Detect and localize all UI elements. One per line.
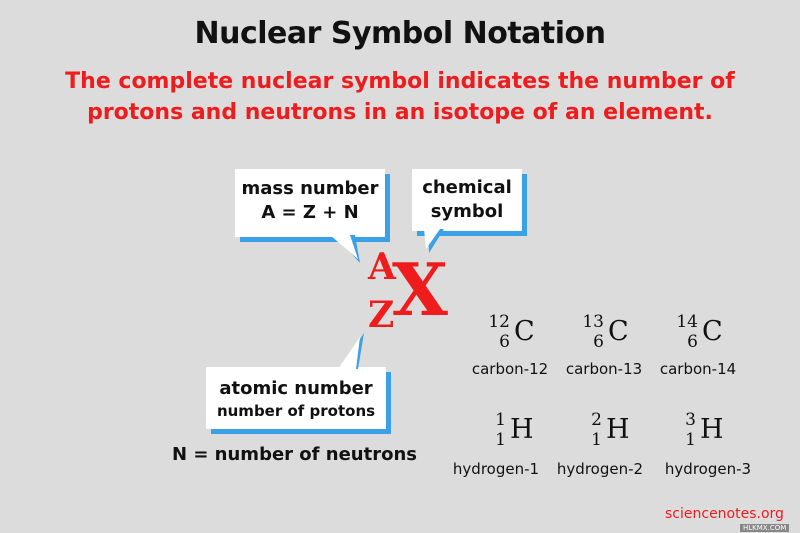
isotope-mass-number: 14 <box>676 312 698 332</box>
atomic-number-callout: atomic number number of protons <box>206 333 386 429</box>
isotope-mass-number: 1 <box>495 410 506 430</box>
isotope-mass-number: 3 <box>685 410 696 430</box>
source-credit: sciencenotes.org <box>665 506 784 522</box>
isotope-mass-number: 12 <box>488 312 510 332</box>
mass-callout-pointer <box>330 235 360 263</box>
subtitle: The complete nuclear symbol indicates th… <box>65 69 735 125</box>
mass-number-callout: mass number A = Z + N <box>235 169 385 263</box>
mass-number-symbol: A <box>368 246 396 288</box>
isotope-element: H <box>700 414 724 445</box>
chemical-symbol-label-2: symbol <box>430 201 504 222</box>
atomic-number-label: atomic number <box>219 378 373 399</box>
isotope-atomic-number: 6 <box>593 332 604 352</box>
isotope-mass-number: 2 <box>591 410 602 430</box>
isotope-element: C <box>608 316 629 347</box>
isotope-atomic-number: 1 <box>591 430 602 450</box>
atomic-number-description: number of protons <box>216 402 376 420</box>
isotope-element: C <box>514 316 535 347</box>
page-title: Nuclear Symbol Notation <box>194 16 607 51</box>
watermark: HLKMX.COM <box>740 524 790 532</box>
isotope-element: H <box>510 414 534 445</box>
isotope-atomic-number: 1 <box>685 430 696 450</box>
isotope-label: hydrogen-3 <box>664 460 752 478</box>
isotope-atomic-number: 6 <box>499 332 510 352</box>
chemical-symbol-label-1: chemical <box>422 177 512 198</box>
chemical-symbol-callout: chemical symbol <box>412 169 522 253</box>
isotope-label: hydrogen-2 <box>556 460 644 478</box>
atomic-number-symbol: Z <box>368 294 395 336</box>
isotope-label: hydrogen-1 <box>452 460 540 478</box>
isotope-label: carbon-14 <box>659 360 737 378</box>
isotope-element: H <box>606 414 630 445</box>
isotope-atomic-number: 6 <box>687 332 698 352</box>
isotope-atomic-number: 1 <box>495 430 506 450</box>
isotope-element: C <box>702 316 723 347</box>
atomic-callout-pointer <box>338 333 364 369</box>
mass-number-formula: A = Z + N <box>261 202 359 223</box>
neutrons-note: N = number of neutrons <box>172 444 417 465</box>
element-symbol: X <box>392 247 448 332</box>
isotope-label: carbon-13 <box>565 360 643 378</box>
isotope-label: carbon-12 <box>471 360 549 378</box>
mass-number-label: mass number <box>241 178 379 199</box>
isotope-mass-number: 13 <box>582 312 604 332</box>
chemical-callout-pointer <box>424 229 444 253</box>
